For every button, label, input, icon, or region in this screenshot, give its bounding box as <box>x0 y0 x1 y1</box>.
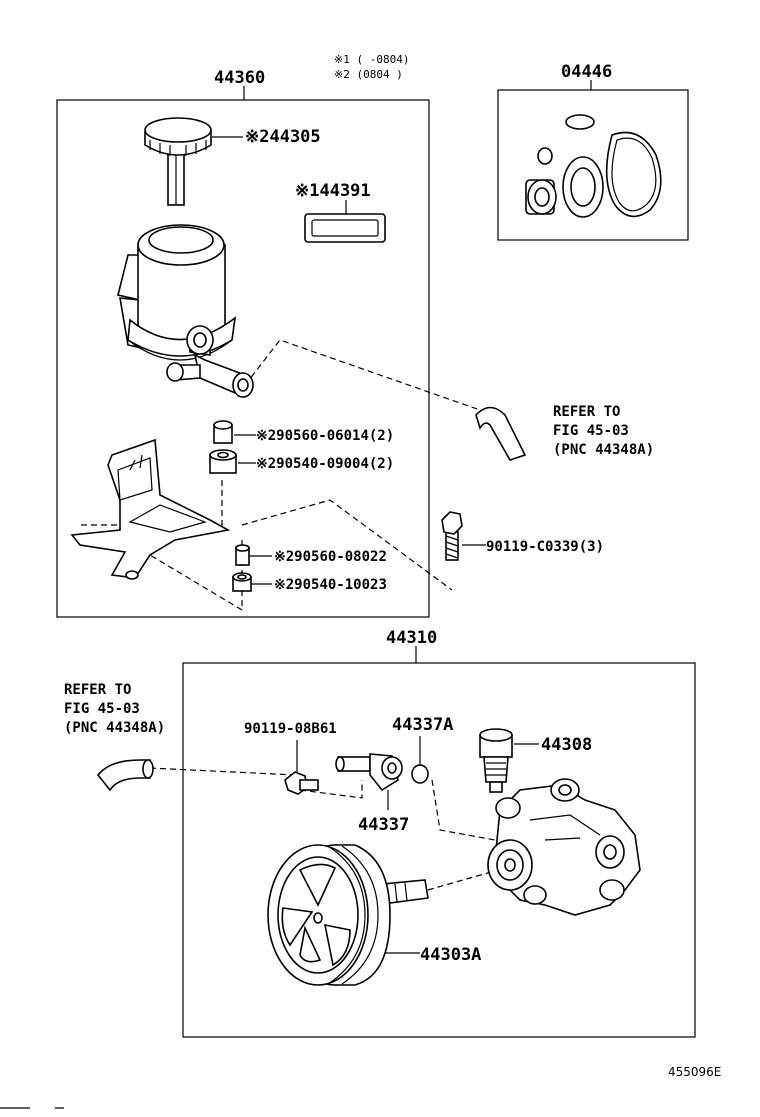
reservoir-bracket-icon[interactable] <box>70 438 231 580</box>
pump-body-icon[interactable] <box>487 778 641 916</box>
upper-reference-line-1[interactable]: REFER TO <box>553 404 620 420</box>
part-valve-label[interactable]: 44308 <box>541 735 592 755</box>
part-label-plate-label[interactable]: ※144391 <box>295 181 371 201</box>
pulley-icon[interactable] <box>267 844 391 986</box>
legend-note-1: ※1 ( -0804) <box>334 53 409 66</box>
shaft-dash <box>427 867 506 891</box>
group-gasket-kit[interactable]: 04446 <box>561 62 612 82</box>
upper-reference-line-3[interactable]: (PNC 44348A) <box>553 442 654 458</box>
part-cap-label[interactable]: ※244305 <box>245 127 321 147</box>
union-bolt-dash <box>299 780 363 799</box>
gasket-kit-frame <box>497 89 689 241</box>
reservoir-tank-icon[interactable] <box>117 224 254 398</box>
inlet-hose-dash <box>149 767 296 776</box>
part-grommet-c-label[interactable]: ※290560-08022 <box>274 549 387 565</box>
part-grommet-a-label[interactable]: ※290560-06014(2) <box>256 428 394 444</box>
figure-id: 455096E <box>668 1065 721 1079</box>
part-grommet-b-label[interactable]: ※290540-09004(2) <box>256 456 394 472</box>
flow-control-valve-icon[interactable] <box>479 728 513 793</box>
lower-reference-line-2[interactable]: FIG 45-03 <box>64 701 140 717</box>
grommet-d-icon[interactable] <box>232 572 252 592</box>
lower-reference-line-3[interactable]: (PNC 44348A) <box>64 720 165 736</box>
lower-reference-line-1[interactable]: REFER TO <box>64 682 131 698</box>
part-pulley-label[interactable]: 44303A <box>420 945 481 965</box>
part-grommet-d-label[interactable]: ※290540-10023 <box>274 577 387 593</box>
group-reservoir-assy[interactable]: 44360 <box>214 68 265 88</box>
o-ring-icon[interactable] <box>411 764 429 784</box>
grommet-b-icon[interactable] <box>209 449 237 474</box>
upper-hose-icon[interactable] <box>475 406 527 461</box>
part-bolt-label[interactable]: 90119-C0339(3) <box>486 539 604 555</box>
grommet-c-icon[interactable] <box>235 544 250 566</box>
o-ring-dash <box>431 779 496 841</box>
bracket-dash-upper <box>80 480 223 526</box>
reservoir-cap-icon[interactable] <box>144 117 212 206</box>
group-pump-assy[interactable]: 44310 <box>386 628 437 648</box>
lower-hose-icon[interactable] <box>96 759 154 792</box>
label-plate-icon[interactable] <box>304 213 386 243</box>
part-union-label[interactable]: 44337 <box>358 815 409 835</box>
upper-reference-line-2[interactable]: FIG 45-03 <box>553 423 629 439</box>
pump-assy-frame <box>182 662 696 1038</box>
union-bolt-icon[interactable] <box>284 771 319 795</box>
reservoir-assy-frame <box>56 99 430 618</box>
part-union-bolt-label[interactable]: 90119-08B61 <box>244 721 337 737</box>
grommet-a-icon[interactable] <box>213 420 233 444</box>
bolt-dash <box>241 499 453 591</box>
hose-connection-dash <box>244 339 481 411</box>
legend-note-2: ※2 (0804 ) <box>334 68 403 81</box>
part-o-ring-label[interactable]: 44337A <box>392 715 453 735</box>
bracket-dash-lower <box>149 540 243 612</box>
gasket-kit-icon[interactable] <box>525 114 662 218</box>
union-fitting-icon[interactable] <box>335 753 403 792</box>
bolt-icon[interactable] <box>441 511 463 561</box>
